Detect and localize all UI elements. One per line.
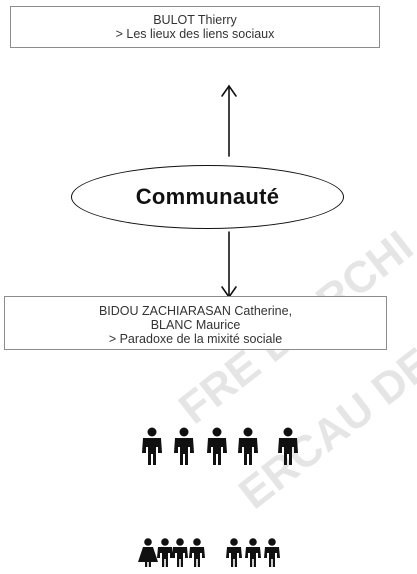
- bottom-box-authors-2: BLANC Maurice: [150, 318, 241, 332]
- person-pair-icon: [172, 538, 205, 567]
- top-box-title: > Les lieux des liens sociaux: [115, 27, 275, 41]
- person-icon: [174, 427, 194, 465]
- person-icon: [278, 427, 298, 465]
- bottom-people-row: [138, 538, 280, 567]
- person-icon: [238, 427, 258, 465]
- family-icon: [138, 538, 173, 567]
- bottom-source-box: BIDOU ZACHIARASAN Catherine, BLANC Mauri…: [4, 296, 387, 350]
- community-label: Communauté: [135, 184, 280, 209]
- arrow-up-head: [221, 84, 237, 97]
- person-icon: [207, 427, 227, 465]
- group-icon: [226, 538, 280, 567]
- top-box-author: BULOT Thierry: [153, 13, 237, 27]
- bottom-box-title: > Paradoxe de la mixité sociale: [108, 332, 283, 346]
- top-people-row: [142, 427, 298, 465]
- bottom-box-authors-1: BIDOU ZACHIARASAN Catherine,: [98, 304, 293, 318]
- person-icon: [142, 427, 162, 465]
- community-ellipse: Communauté: [71, 165, 344, 229]
- top-source-box: BULOT Thierry > Les lieux des liens soci…: [10, 6, 380, 48]
